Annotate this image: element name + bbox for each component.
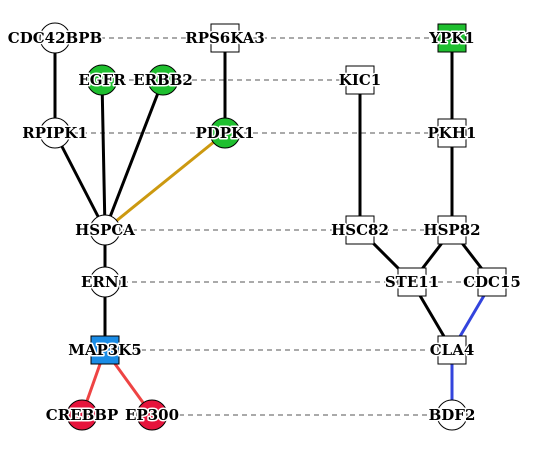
node-pkh1[interactable]: [437, 118, 467, 148]
node-bdf2[interactable]: [436, 399, 468, 431]
node-label-hsc82: HSC82: [331, 221, 389, 239]
node-label-crebbp: CREBBP: [46, 406, 118, 424]
node-ern1[interactable]: [89, 266, 121, 298]
node-label-rpipk1: RPIPK1: [22, 124, 88, 142]
node-label-egfr: EGFR: [78, 71, 126, 89]
node-label-erbb2: ERBB2: [133, 71, 193, 89]
node-label-pkh1: PKH1: [428, 124, 477, 142]
node-label-kic1: KIC1: [339, 71, 381, 89]
node-label-ypk1: YPK1: [428, 29, 474, 47]
edge-egfr-hspca: [100, 78, 107, 232]
node-rpipk1[interactable]: [39, 117, 71, 149]
node-egfr[interactable]: [86, 64, 118, 96]
node-label-ep300: EP300: [125, 406, 179, 424]
node-label-ern1: ERN1: [81, 273, 129, 291]
node-label-cdc15: CDC15: [463, 273, 521, 291]
node-ypk1[interactable]: [437, 23, 467, 53]
edge-erbb2-hspca: [103, 78, 165, 232]
node-crebbp[interactable]: [66, 399, 98, 431]
node-label-hspca: HSPCA: [75, 221, 135, 239]
node-rps6ka3[interactable]: [210, 23, 240, 53]
node-ep300[interactable]: [136, 399, 168, 431]
node-label-cla4: CLA4: [430, 341, 475, 359]
node-kic1[interactable]: [345, 65, 375, 95]
node-cla4[interactable]: [437, 335, 467, 365]
node-map3k5[interactable]: [90, 335, 120, 365]
node-cdc15[interactable]: [477, 267, 507, 297]
node-label-hsp82: HSP82: [423, 221, 480, 239]
edge-pdpk1-hspca: [103, 131, 227, 232]
node-hsp82[interactable]: [437, 215, 467, 245]
node-pdpk1[interactable]: [209, 117, 241, 149]
node-label-bdf2: BDF2: [429, 406, 476, 424]
nodes-layer: [39, 22, 507, 431]
node-label-cdc42bpb: CDC42BPB: [8, 29, 102, 47]
node-hspca[interactable]: [89, 214, 121, 246]
node-erbb2[interactable]: [147, 64, 179, 96]
node-label-rps6ka3: RPS6KA3: [185, 29, 265, 47]
node-cdc42bpb[interactable]: [39, 22, 71, 54]
node-label-pdpk1: PDPK1: [195, 124, 254, 142]
node-label-map3k5: MAP3K5: [68, 341, 141, 359]
node-label-ste11: STE11: [385, 273, 439, 291]
edge-rpipk1-hspca: [53, 131, 107, 232]
node-ste11[interactable]: [397, 267, 427, 297]
node-hsc82[interactable]: [345, 215, 375, 245]
